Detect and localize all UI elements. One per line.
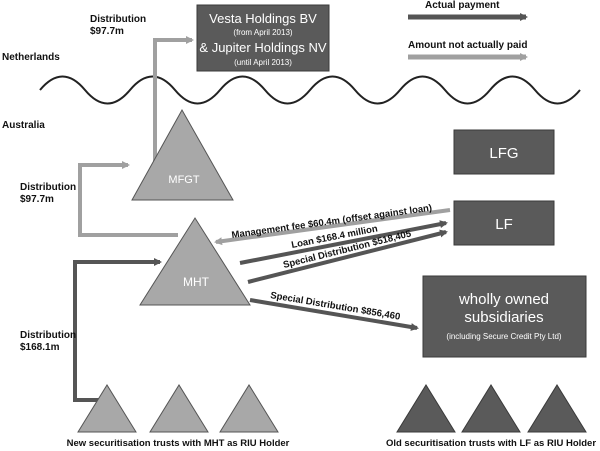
subs-line2: subsidiaries: [464, 309, 543, 326]
mht-label: MHT: [183, 275, 210, 289]
lfg-box: [453, 129, 555, 175]
arrow-loan: [239, 220, 448, 265]
lf-label: LF: [495, 216, 513, 233]
arrow-special-subs: [249, 298, 419, 331]
new-trust-triangle: [77, 384, 137, 433]
old-trust-triangle: [527, 384, 587, 433]
dist-mid-label-2: $97.7m: [20, 194, 54, 205]
old-trust-triangle: [461, 384, 521, 433]
vesta-line4: (until April 2013): [234, 58, 292, 67]
mht-triangle: [139, 217, 251, 306]
dist-top-label-1: Distribution: [90, 14, 146, 25]
lfg-label: LFG: [489, 145, 518, 162]
new-trust-triangle: [219, 384, 279, 433]
arrow-special-lf: [247, 229, 448, 284]
dist-low-label-1: Distribution: [20, 330, 76, 341]
dist-top-label-2: $97.7m: [90, 26, 124, 37]
vesta-line2: (from April 2013): [233, 28, 292, 37]
border-wave: [39, 75, 581, 105]
new-trust-triangle: [149, 384, 209, 433]
new-trusts-caption: New securitisation trusts with MHT as RI…: [67, 438, 290, 449]
dist-low-label-2: $168.1m: [20, 342, 60, 353]
old-trust-triangle: [396, 384, 456, 433]
subs-line3: (including Secure Credit Pty Ltd): [446, 332, 562, 341]
region-netherlands: Netherlands: [2, 52, 60, 63]
dist-mid-label-1: Distribution: [20, 182, 76, 193]
lf-box: [453, 200, 555, 246]
arrow-mfgt-to-vesta: [153, 36, 194, 163]
arrow-trusts-to-mht: [73, 258, 162, 402]
vesta-jupiter-box: [196, 4, 330, 72]
legend-notpaid-label: Amount not actually paid: [408, 40, 527, 51]
subs-line1: wholly owned: [458, 291, 549, 308]
subsidiaries-box: [422, 275, 587, 358]
region-australia: Australia: [2, 120, 45, 131]
mfgt-label: MFGT: [168, 174, 199, 186]
vesta-line3: & Jupiter Holdings NV: [199, 40, 326, 55]
vesta-line1: Vesta Holdings BV: [209, 11, 317, 26]
arrow-mgmt-fee: [214, 208, 451, 246]
legend-actual-label: Actual payment: [425, 0, 500, 11]
arrow-mht-to-mfgt: [78, 161, 178, 237]
old-trusts-caption: Old securitisation trusts with LF as RIU…: [386, 438, 596, 449]
mfgt-triangle: [131, 108, 234, 201]
